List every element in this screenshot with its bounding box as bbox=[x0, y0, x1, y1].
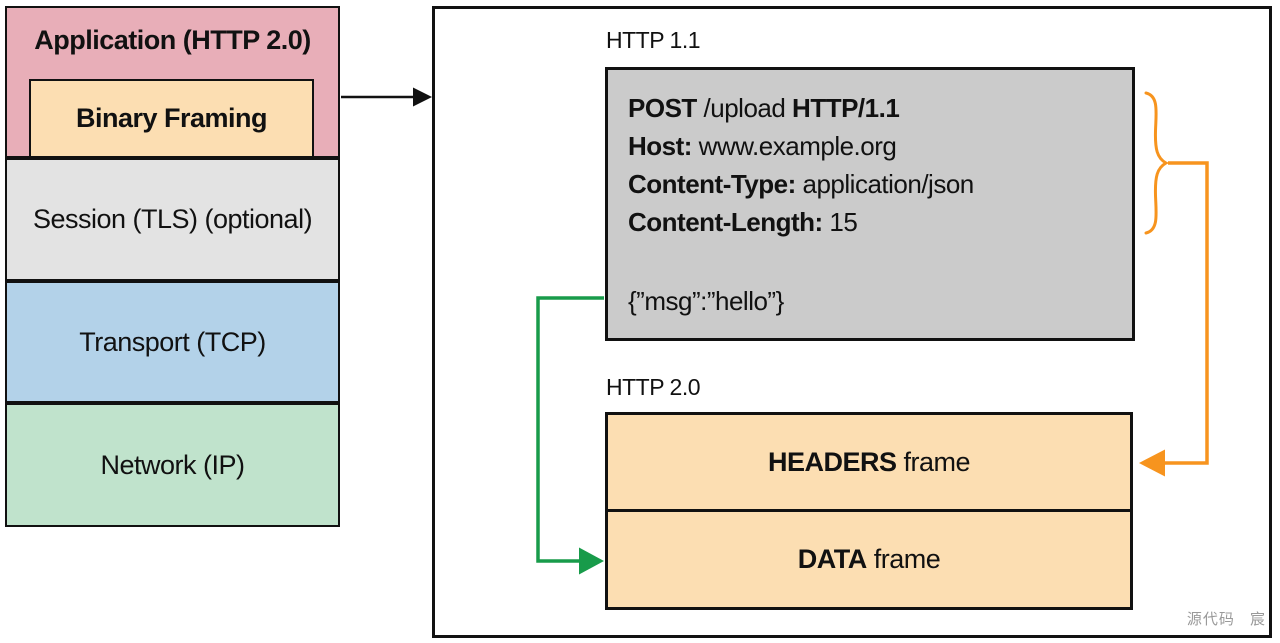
stack-layer-application-label: Application (HTTP 2.0) bbox=[34, 24, 311, 55]
stack-layer-session: Session (TLS) (optional) bbox=[5, 158, 340, 281]
stack-layer-network-label: Network (IP) bbox=[100, 449, 245, 480]
headers-frame-label: HEADERS frame bbox=[767, 446, 971, 478]
stack-layer-network: Network (IP) bbox=[5, 403, 340, 527]
watermark-text: 源代码 宸 bbox=[1186, 611, 1266, 628]
request-line: POST /upload HTTP/1.1 bbox=[628, 89, 1128, 127]
host-header-value: www.example.org bbox=[691, 131, 897, 161]
stack-to-panel-arrow-head bbox=[413, 87, 432, 107]
http20-section-label: HTTP 2.0 bbox=[606, 374, 701, 400]
content-type-label: Content-Type: bbox=[628, 169, 796, 199]
stack-layer-binary-framing-label: Binary Framing bbox=[75, 103, 268, 133]
content-length-value: 15 bbox=[822, 207, 858, 237]
data-frame-label: DATA frame bbox=[798, 544, 941, 575]
stack-layer-transport: Transport (TCP) bbox=[5, 281, 340, 403]
stack-layer-transport-label: Transport (TCP) bbox=[79, 326, 266, 357]
request-method: POST bbox=[628, 93, 697, 123]
host-header-label: Host: bbox=[628, 131, 692, 161]
http11-request-body: {”msg”:”hello”} bbox=[628, 286, 784, 316]
host-header: Host: www.example.org bbox=[628, 127, 1128, 165]
http11-request-headers: POST /upload HTTP/1.1 Host: www.example.… bbox=[628, 89, 1128, 241]
content-length-label: Content-Length: bbox=[628, 207, 823, 237]
stack-layer-binary-framing: Binary Framing bbox=[29, 79, 314, 158]
data-frame-label-rest: frame bbox=[866, 544, 941, 574]
request-version: HTTP/1.1 bbox=[792, 93, 900, 123]
content-type-value: application/json bbox=[795, 169, 975, 199]
content-length-header: Content-Length: 15 bbox=[628, 203, 1128, 241]
headers-frame-label-rest: frame bbox=[896, 446, 971, 477]
content-type-header: Content-Type: application/json bbox=[628, 165, 1128, 203]
http11-request-box bbox=[605, 67, 1135, 341]
data-frame-box: DATA frame bbox=[605, 509, 1133, 610]
request-path: /upload bbox=[696, 93, 793, 123]
headers-frame-box: HEADERS frame bbox=[605, 412, 1133, 512]
headers-frame-label-bold: HEADERS bbox=[767, 446, 897, 477]
data-frame-label-bold: DATA bbox=[797, 544, 867, 574]
http11-section-label: HTTP 1.1 bbox=[606, 27, 701, 53]
stack-layer-session-label: Session (TLS) (optional) bbox=[32, 204, 313, 234]
